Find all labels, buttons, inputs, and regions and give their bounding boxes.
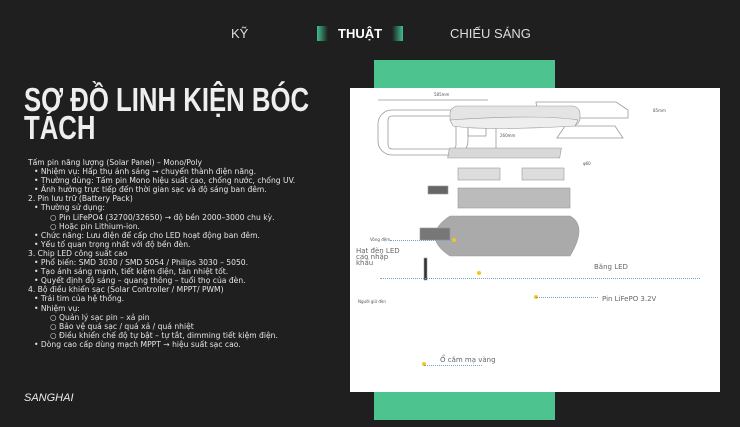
component-list: Tấm pin năng lượng (Solar Panel) – Mono/… (24, 158, 295, 349)
list-item: Ảnh hưởng trực tiếp đến thời gian sạc và… (24, 185, 295, 194)
dim-height: 260mm (500, 133, 516, 138)
accent-bar-right (392, 26, 403, 41)
accent-bar-left (317, 26, 328, 41)
list-item: Bảo vệ quá sạc / quá xả / quá nhiệt (24, 322, 295, 331)
list-item: Nhiệm vụ: (24, 304, 295, 313)
nav-item-chieu-sang[interactable]: CHIẾU SÁNG (450, 26, 531, 41)
list-item: 3. Chip LED công suất cao (28, 248, 128, 258)
list-item: Yếu tố quan trọng nhất với độ bền đèn. (24, 240, 295, 249)
marker (422, 362, 426, 366)
list-item: Thường dùng: Tấm pin Mono hiệu suất cao,… (24, 176, 295, 185)
list-item: Quản lý sạc pin – xả pin (24, 313, 295, 322)
dim-pole: φ60 (583, 161, 591, 166)
label-holder: Người giữ đèn (358, 299, 386, 304)
lamp-drawings (377, 99, 629, 281)
list-item: Dòng cao cấp dùng mạch MPPT → hiệu suất … (24, 340, 295, 349)
list-item: Điều khiển chế độ tự bật – tự tắt, dimmi… (24, 331, 295, 340)
label-led-board: Băng LED (594, 263, 628, 271)
leader-line (424, 365, 482, 366)
brand-name: SANGHAI (24, 392, 74, 404)
label-ring: Vòng đệm (370, 237, 391, 242)
list-item: Hoặc pin Lithium-ion. (24, 222, 295, 231)
list-item: Trái tim của hệ thống. (24, 294, 295, 303)
list-item: Nhiệm vụ: Hấp thụ ánh sáng → chuyển thàn… (24, 167, 295, 176)
label-socket: Ổ cắm mạ vàng (440, 356, 496, 364)
list-item: Tấm pin năng lượng (Solar Panel) – Mono/… (28, 158, 202, 167)
leader-line (380, 278, 700, 279)
label-battery: Pin LiFePO 3.2V (602, 295, 657, 303)
list-item: Pin LiFePO4 (32700/32650) → độ bền 2000–… (24, 213, 295, 222)
list-item: Phổ biến: SMD 3030 / SMD 5054 / Philips … (24, 258, 295, 267)
marker (477, 271, 481, 275)
list-item: Quyết định độ sáng – quang thông – tuổi … (24, 276, 295, 285)
top-nav: KỸ THUẬT CHIẾU SÁNG (0, 24, 740, 44)
nav-item-thuat[interactable]: THUẬT (338, 26, 383, 41)
dim-width: 585mm (434, 92, 450, 97)
nav-item-ky[interactable]: KỸ (231, 26, 249, 41)
list-item: 4. Bộ điều khiển sạc (Solar Controller /… (28, 285, 224, 295)
list-item: Thường sử dụng: (24, 203, 295, 212)
marker (452, 238, 456, 242)
dim-depth: 85mm (653, 108, 666, 113)
leader-line (390, 240, 452, 241)
leader-line (536, 297, 598, 298)
label-led-chip: Hạt đèn LED cao nhập khẩu (356, 247, 400, 267)
list-item: 2. Pin lưu trữ (Battery Pack) (28, 194, 133, 204)
exploded-diagram-image: 585mm 260mm 85mm φ60 Vòng đệm Hạt đèn LE… (350, 88, 720, 392)
page-title: SƠ ĐỒ LINH KIỆN BÓC TÁCH (24, 81, 310, 146)
list-item: Chức năng: Lưu điện để cấp cho LED hoạt … (24, 231, 295, 240)
list-item: Tạo ánh sáng mạnh, tiết kiệm điện, tản n… (24, 267, 295, 276)
